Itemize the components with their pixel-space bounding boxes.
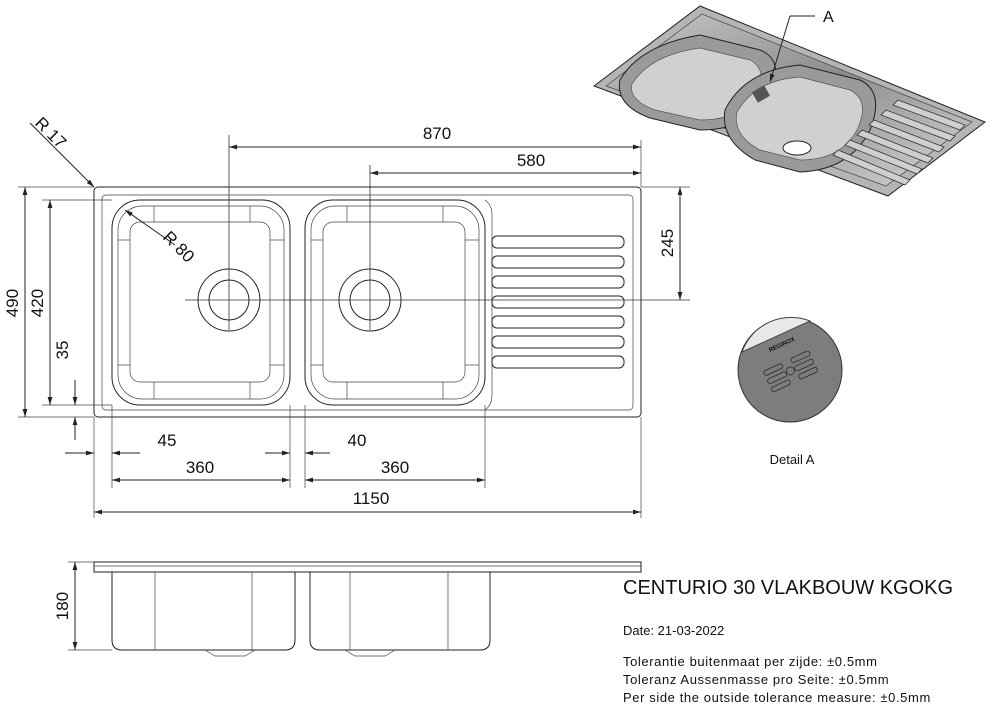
date: Date: 21-03-2022 (623, 623, 724, 638)
detail-a: REGINOX Detail A (737, 316, 843, 467)
dim-35: 35 (53, 341, 72, 360)
product-title: CENTURIO 30 VLAKBOUW KGOKG (623, 577, 953, 599)
isometric-view: A (592, 5, 986, 197)
tolerance-de: Toleranz Aussenmasse pro Seite: ±0.5mm (623, 672, 889, 687)
drainer (484, 199, 625, 411)
plan-view (93, 135, 690, 418)
dim-580: 580 (517, 151, 545, 170)
dim-180: 180 (53, 592, 72, 620)
side-view: 180 (53, 561, 642, 657)
dim-360-right: 360 (381, 458, 409, 477)
dim-360-left: 360 (186, 458, 214, 477)
tolerance-en: Per side the outside tolerance measure: … (623, 690, 931, 705)
radius-80: R 80 (159, 227, 198, 266)
bowl-right (304, 199, 486, 406)
dim-490: 490 (3, 289, 22, 317)
radius-17: R 17 (31, 113, 70, 152)
dim-40: 40 (348, 431, 367, 450)
title-block: CENTURIO 30 VLAKBOUW KGOKG Date: 21-03-2… (623, 577, 953, 705)
dim-45: 45 (158, 431, 177, 450)
dimensions: 870 580 245 490 420 35 45 40 360 360 (3, 113, 690, 518)
tolerance-nl: Tolerantie buitenmaat per zijde: ±0.5mm (623, 654, 878, 669)
dim-420: 420 (28, 289, 47, 317)
dim-870: 870 (423, 124, 451, 143)
detail-a-label: Detail A (770, 452, 815, 467)
dim-245: 245 (658, 229, 677, 257)
dim-1150: 1150 (353, 489, 390, 508)
detail-marker-a: A (823, 9, 834, 26)
bowl-left (111, 199, 291, 406)
